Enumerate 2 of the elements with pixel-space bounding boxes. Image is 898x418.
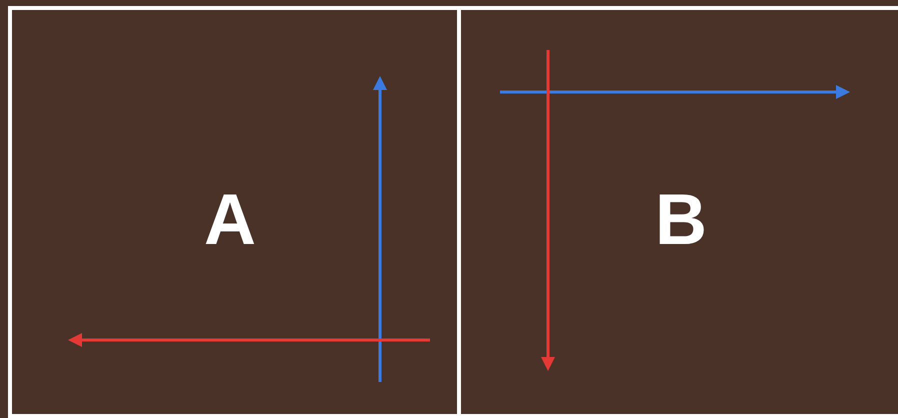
panel-letter: A [204, 184, 256, 256]
panel-letter: B [655, 184, 707, 256]
